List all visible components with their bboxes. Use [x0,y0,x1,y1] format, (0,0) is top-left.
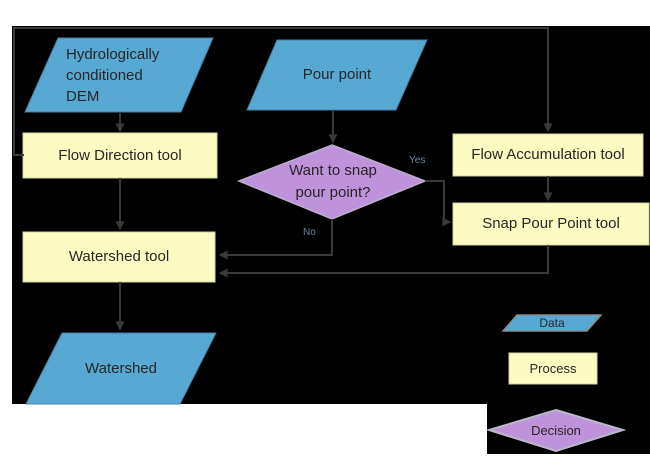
node-watershed-tool-label: Watershed tool [68,248,170,265]
edge-snap-pour-point-to-watershed-tool [218,245,549,278]
node-flow-accumulation-label: Flow Accumulation tool [471,146,625,163]
edge-flow-direction-to-flow-accumulation [13,27,553,156]
node-flow-direction-label: Flow Direction tool [58,146,182,164]
edge-label-no: No [303,227,316,238]
node-snap-pour-point-label: Snap Pour Point tool [482,215,620,232]
node-decision-label: Want to snap pour point? [289,162,377,201]
node-dem-label: Hydrologically conditioned DEM [66,46,160,105]
node-flow-direction-shape [22,132,218,179]
node-dem-shape [24,37,214,113]
node-watershed-label: Watershed [85,359,157,377]
node-snap-pour-point-shape [452,202,650,246]
legend-process-shape [508,352,598,385]
edge-decision-yes-to-snap-pour-point [425,180,452,227]
legend-decision-label: Decision [531,422,581,438]
node-pour-point-shape [246,39,428,111]
edge-label-yes: Yes [409,155,426,166]
legend-data-shape [501,314,603,332]
legend-decision-shape [485,408,627,453]
edge-decision-no-to-watershed-tool [218,219,333,260]
node-watershed-shape [25,332,217,405]
legend-process-label: Process [529,360,577,376]
node-pour-point-label: Pour point [302,66,372,83]
legend-data-label: Data [539,315,565,330]
